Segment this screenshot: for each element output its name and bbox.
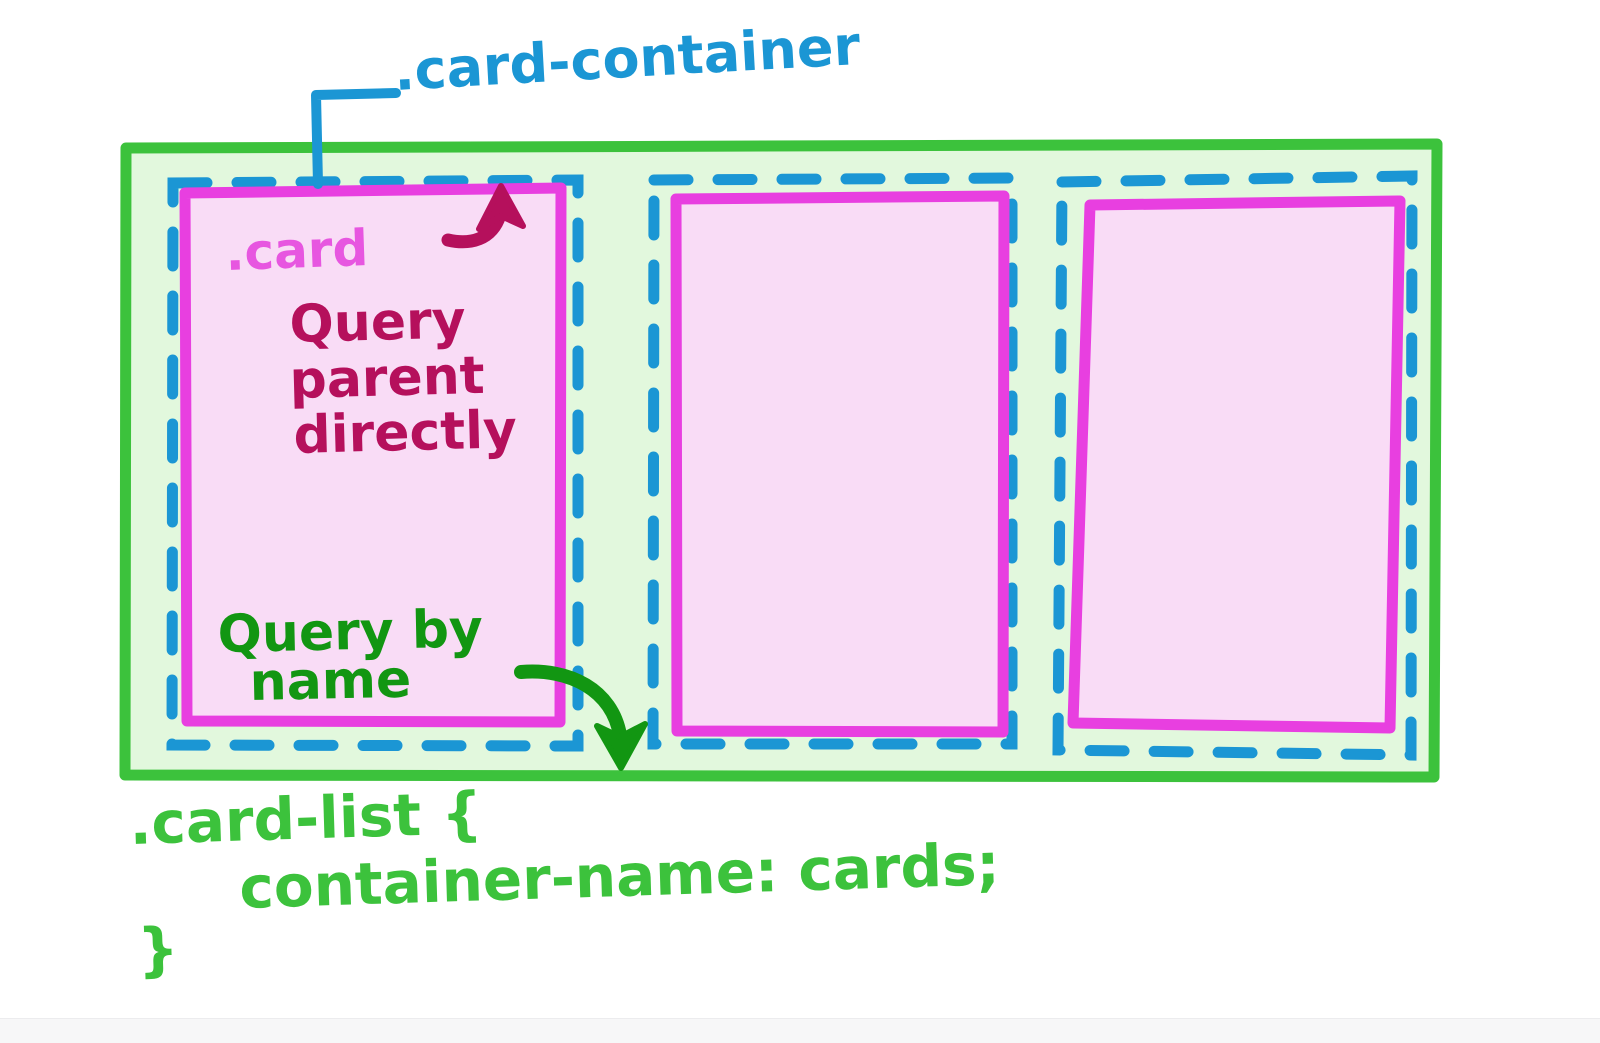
query-by-name-line-1: Query by: [217, 599, 483, 665]
dashed-query-box-3-outline: [1052, 170, 1418, 761]
dashed-query-box-2: [647, 172, 1018, 750]
card-1-outline: [179, 182, 567, 728]
card-container-label: .card-container: [392, 14, 862, 103]
card-2-outline: [670, 190, 1010, 738]
curved-arrow-down-icon: [514, 664, 648, 771]
curved-arrow-down-head: [594, 721, 648, 771]
curved-arrow-up-icon: [441, 183, 526, 249]
dashed-query-box-3: [1052, 170, 1418, 761]
query-parent-annotation: Query parent directly: [289, 290, 518, 466]
css-code-block: .card-list { container-name: cards; }: [128, 779, 1000, 984]
dashed-query-box-1-outline: [166, 174, 584, 752]
query-by-name-annotation: Query by name: [217, 599, 483, 713]
dashed-query-box-1: [166, 174, 584, 752]
card-label: .card: [224, 219, 369, 282]
css-code-line-3: }: [136, 915, 179, 984]
query-parent-line-3: directly: [293, 400, 518, 466]
card-1[interactable]: [179, 182, 567, 728]
curved-arrow-down-shaft: [514, 664, 627, 742]
card-3[interactable]: [1067, 195, 1406, 734]
leader-line-icon: [311, 88, 401, 189]
card-2[interactable]: [670, 190, 1010, 738]
css-code-line-1: .card-list {: [128, 779, 483, 858]
query-by-name-line-2: name: [249, 650, 412, 713]
dashed-query-box-2-outline: [647, 172, 1018, 750]
query-parent-line-2: parent: [289, 346, 486, 411]
elbow-leader-line-icon: [311, 88, 401, 189]
card-3-outline: [1067, 195, 1406, 734]
query-parent-line-1: Query: [289, 290, 467, 355]
curved-arrow-up-head: [476, 183, 526, 232]
bottom-status-bar: [0, 1018, 1600, 1043]
